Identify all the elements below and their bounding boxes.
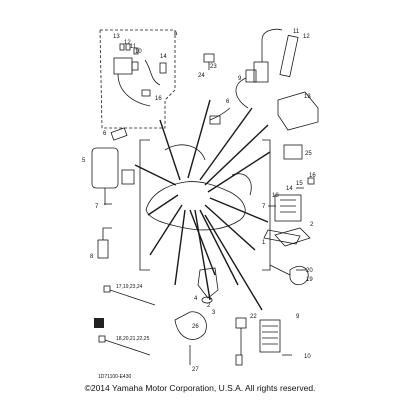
- callout-9b: 9: [296, 314, 300, 320]
- oring-4: [201, 296, 213, 304]
- ignition-coil-9: [253, 61, 269, 83]
- callout-5: 5: [82, 158, 86, 164]
- callout-4: 4: [194, 296, 198, 302]
- horn-26: [174, 311, 207, 340]
- callout-18: 18: [272, 193, 279, 199]
- clamp-18: [104, 339, 151, 356]
- main-switch-5: [91, 147, 119, 189]
- callout-23: 23: [210, 64, 217, 70]
- copyright-notice: ©2014 Yamaha Motor Corporation, U.S.A. A…: [84, 383, 316, 393]
- handlebar-outline: [145, 181, 246, 231]
- callout-16: 16: [155, 96, 162, 102]
- callout-10b: 10: [304, 354, 311, 360]
- bolt-16: [307, 177, 315, 185]
- callout-group-17: 17,19,23,24: [116, 284, 143, 290]
- rectifier-14: [274, 194, 302, 222]
- callout-11: 11: [130, 44, 137, 50]
- bracket-2: [274, 227, 311, 247]
- clamp-17-head: [103, 285, 111, 293]
- sensor-20: [289, 265, 309, 286]
- ecu-13: [277, 91, 319, 131]
- sensor-8: [97, 239, 109, 259]
- callout-2: 2: [310, 222, 314, 228]
- callout-9: 9: [238, 76, 242, 82]
- sensor-21: [235, 317, 247, 329]
- regulator-fins: [262, 325, 278, 345]
- drawing-code: 1D71100-E430: [98, 374, 131, 380]
- callout-13b: 13: [304, 94, 311, 100]
- relay-terminals: [131, 61, 139, 71]
- plate-1: [263, 229, 301, 245]
- main-switch-connector: [121, 169, 135, 185]
- callout-11b: 11: [293, 29, 300, 35]
- label-tag: [94, 318, 104, 328]
- callout-12b: 12: [303, 34, 310, 40]
- callout-3: 3: [212, 310, 216, 316]
- callout-10: 10: [135, 49, 142, 55]
- callout-a: a: [174, 31, 178, 37]
- small-switch-14: [159, 62, 167, 74]
- detail-harness: [117, 59, 161, 107]
- callout-24: 24: [198, 73, 205, 79]
- key-6: [110, 127, 128, 141]
- ignition-coil-body: [245, 69, 257, 83]
- bracket-right: [262, 139, 271, 271]
- callout-6b: 6: [103, 131, 107, 137]
- clamp-17: [109, 289, 156, 306]
- callout-27: 27: [192, 367, 199, 373]
- detail-box-a: [99, 29, 176, 129]
- callout-13: 13: [113, 34, 120, 40]
- callout-14: 14: [160, 54, 167, 60]
- coil-connector: [209, 115, 221, 125]
- coil-12: [279, 34, 299, 78]
- rectifier-fins: [280, 199, 296, 213]
- callout-25: 25: [305, 151, 312, 157]
- callout-12: 12: [124, 40, 131, 46]
- connector-22: [235, 354, 243, 366]
- callout-19: 19: [306, 277, 313, 283]
- callout-22: 22: [250, 314, 257, 320]
- callout-7: 7: [95, 204, 99, 210]
- fuse-11: [125, 43, 131, 51]
- clamp-18-head: [98, 335, 106, 343]
- pointer-lines: [134, 99, 271, 311]
- fuse-10: [133, 47, 139, 55]
- callout-26: 26: [192, 324, 199, 330]
- frame-right: [231, 173, 252, 196]
- callout-15: 15: [296, 181, 303, 187]
- relay-box: [113, 57, 133, 75]
- bracket-left: [139, 139, 150, 271]
- callout-1: 1: [262, 240, 266, 246]
- callout-14b: 14: [286, 186, 293, 192]
- callout-7b: 7: [262, 204, 266, 210]
- small-connector-16: [141, 89, 151, 97]
- callout-2b: 2: [207, 303, 211, 309]
- callout-labels: a 13 12 11 10 14 16 23 24 11 12 9 13 6 2…: [82, 29, 316, 380]
- bracket-3: [197, 267, 219, 299]
- coil-lead: [261, 28, 283, 62]
- callout-20: 20: [306, 268, 313, 274]
- regulator-9: [259, 319, 281, 353]
- sensor-8-lead: [102, 227, 112, 240]
- fuse-12: [119, 43, 125, 51]
- sensor-20-lead: [269, 264, 291, 276]
- sensor-23: [203, 53, 215, 63]
- callout-group-18: 18,20,21,22,25: [116, 336, 150, 342]
- callout-6: 6: [226, 99, 230, 105]
- relay-25: [283, 144, 303, 160]
- callout-8: 8: [90, 254, 94, 260]
- callout-16b: 16: [309, 173, 316, 179]
